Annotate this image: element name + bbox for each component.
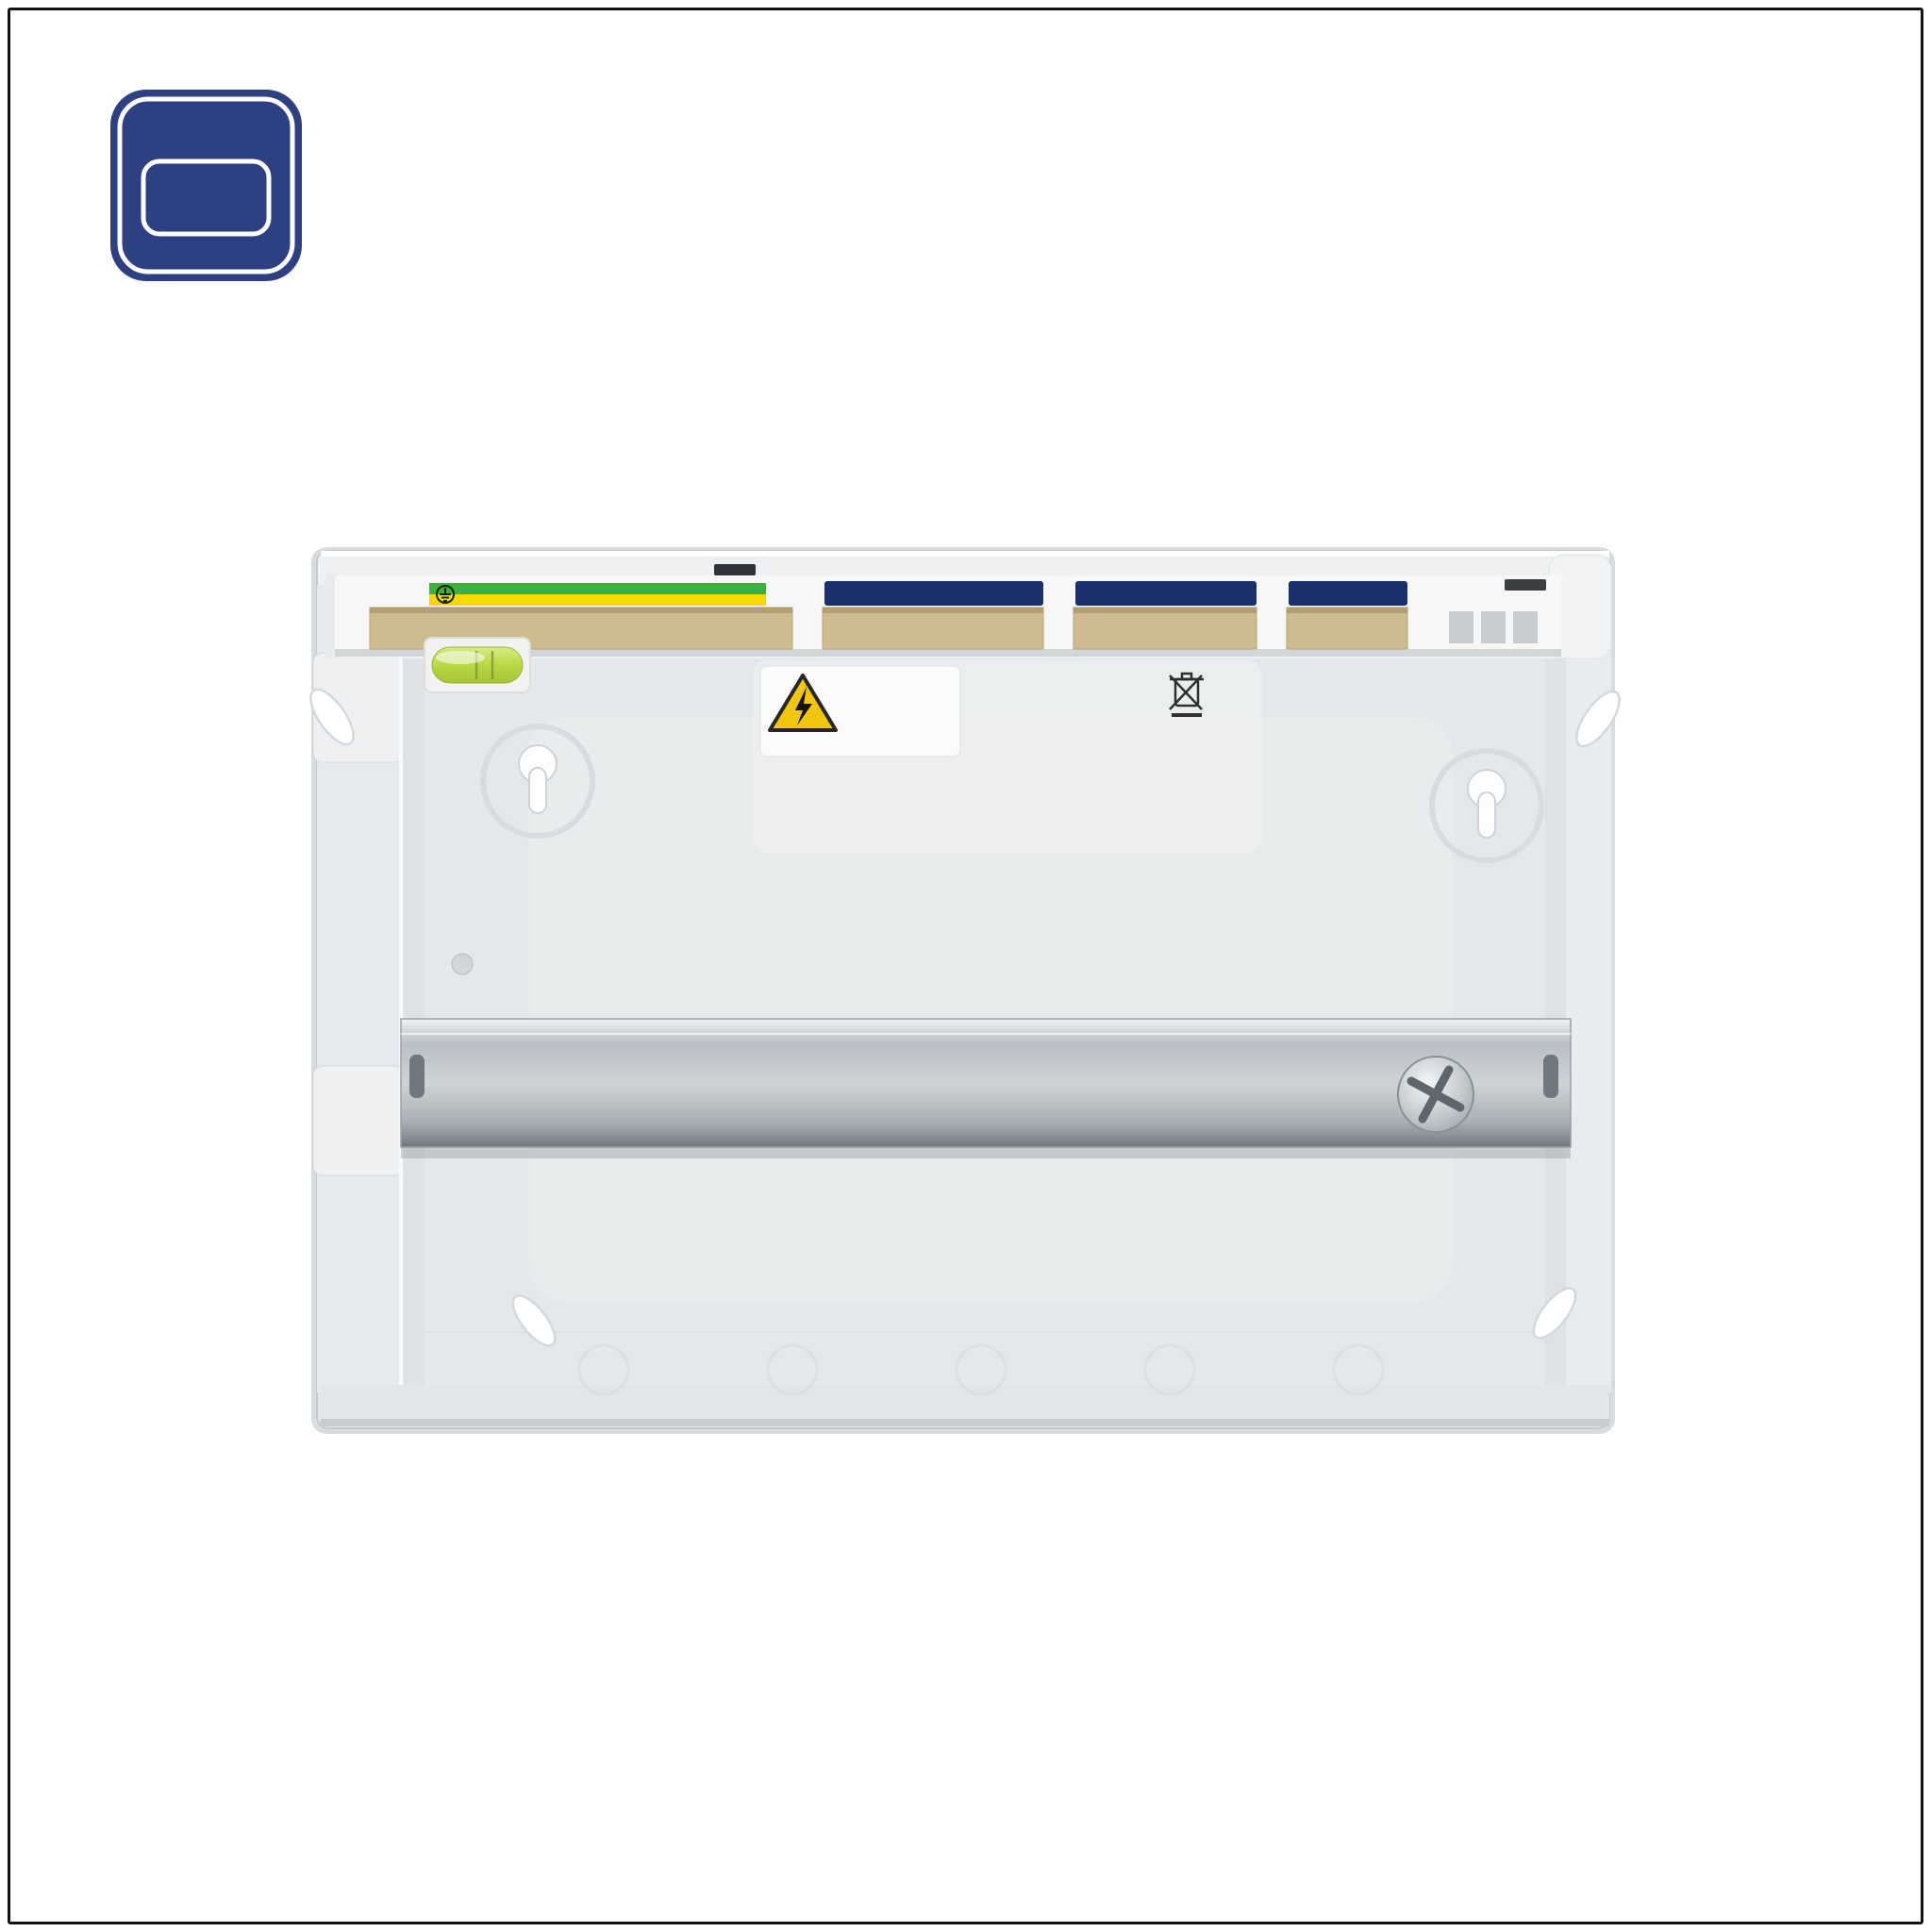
keyhole-mount-right <box>1429 748 1544 863</box>
earth-symbol-icon <box>436 585 455 604</box>
neutral-terminal-bar-2 <box>1073 607 1257 650</box>
din-rail-screw <box>1397 1056 1474 1133</box>
bg-logo <box>110 90 302 281</box>
keyhole-mount-left <box>480 724 595 839</box>
neutral-terminal-bar-1 <box>822 607 1044 650</box>
rear-knockouts <box>577 1343 1385 1396</box>
din-rail <box>400 1018 1572 1158</box>
rim-notch <box>714 564 756 575</box>
earth-bar-label <box>429 583 766 606</box>
spirit-level <box>424 637 531 693</box>
mounting-slots <box>309 688 1621 1347</box>
neutral-terminal-bar-3 <box>1286 607 1408 650</box>
neutral-bar-labels <box>824 581 1407 606</box>
warning-label <box>753 660 1262 854</box>
rivet <box>451 953 474 975</box>
consumer-unit <box>309 547 1621 1434</box>
weee-bin-icon <box>1169 672 1204 717</box>
